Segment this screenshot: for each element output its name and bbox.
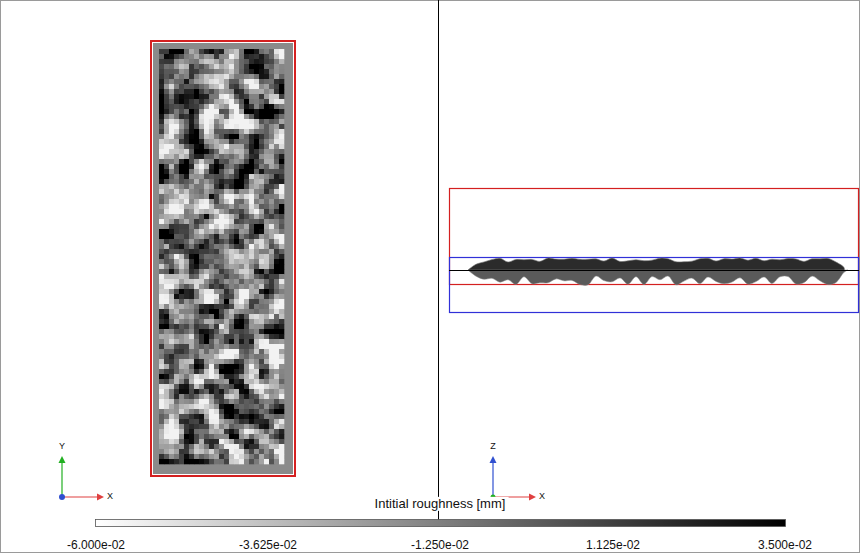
mid-plane-line — [449, 270, 859, 271]
axis-label: Z — [490, 442, 496, 452]
axis-label: X — [539, 492, 545, 502]
axis-triad-right — [490, 456, 537, 501]
axis-triad-left — [59, 456, 105, 501]
colorbar-tick: -1.250e-02 — [411, 539, 469, 552]
top-view-border — [151, 41, 295, 476]
color-bar — [96, 520, 786, 527]
colorbar-tick: -3.625e-02 — [239, 539, 297, 552]
colorbar-tick: 1.125e-02 — [586, 539, 640, 552]
view-divider — [438, 0, 439, 524]
lower-bound-box — [450, 258, 859, 313]
colorbar-tick: -6.000e-02 — [67, 539, 125, 552]
colorbar-title: Intitial roughness [mm] — [372, 497, 509, 511]
rough-profile-underside — [468, 270, 848, 285]
roughness-field — [153, 43, 293, 474]
axis-label: Y — [59, 442, 65, 452]
colorbar-tick: 3.500e-02 — [758, 539, 812, 552]
upper-bound-box — [450, 189, 859, 285]
side-view — [449, 189, 859, 313]
axis-label: X — [107, 492, 113, 502]
